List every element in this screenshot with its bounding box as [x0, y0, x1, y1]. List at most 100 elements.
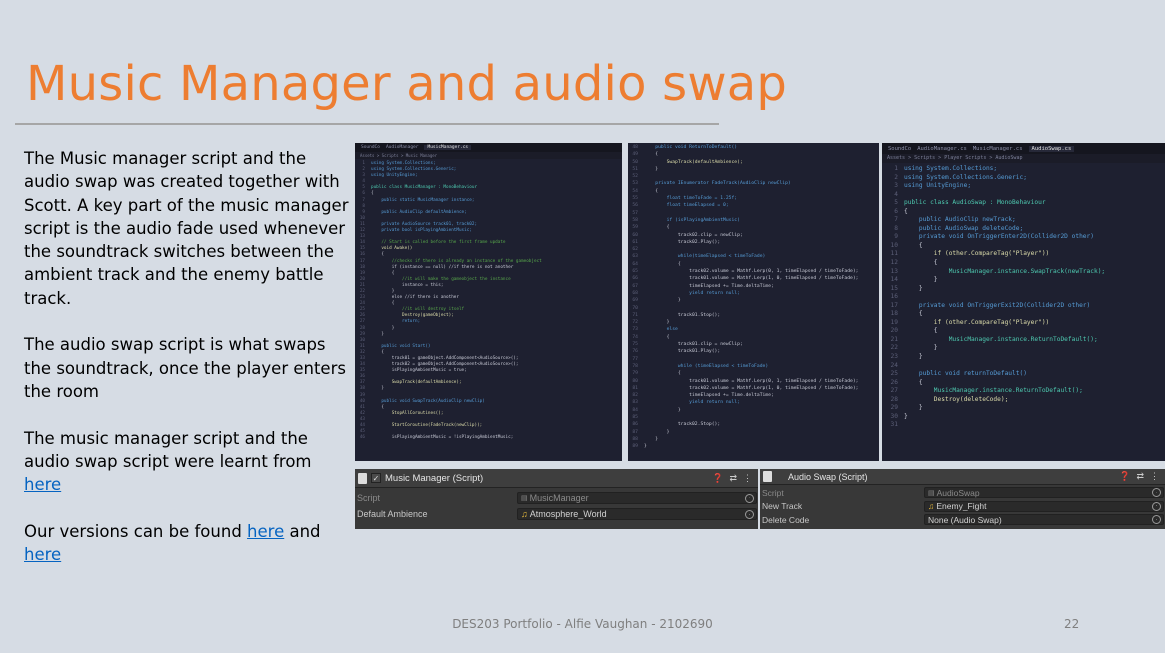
presets-icon[interactable]: ⇄ — [729, 472, 737, 483]
line-number: 7 — [894, 216, 898, 224]
code-line: 17 private void OnTriggerExit2D(Collider… — [882, 302, 1165, 311]
line-number: 46 — [359, 435, 365, 441]
code-line: 12 private bool isPlayingAmbientMusic; — [355, 228, 622, 234]
line-number: 43 — [359, 416, 365, 422]
code-line: 44 StartCoroutine(FadeTrack(newClip)); — [355, 423, 622, 429]
line-number: 40 — [359, 398, 365, 404]
kebab-menu-icon[interactable]: ⋮ — [743, 472, 752, 483]
new-track-field[interactable]: ♫Enemy_Fight· — [924, 500, 1164, 512]
paragraph-4-and: and — [284, 521, 321, 541]
line-number: 36 — [359, 374, 365, 380]
code-text: { — [644, 188, 659, 194]
help-icon[interactable]: ❓ — [712, 472, 724, 483]
line-number: 20 — [359, 276, 365, 282]
code-text: public AudioSwap deleteCode; — [904, 224, 1024, 232]
code-line: 38 } — [355, 386, 622, 392]
code-line: 28 } — [355, 326, 622, 332]
line-number: 52 — [632, 174, 638, 180]
code-text: return; — [371, 319, 421, 325]
line-number: 4 — [894, 190, 898, 198]
line-number: 65 — [632, 269, 638, 275]
editor-tab[interactable]: SoundCo — [361, 145, 380, 150]
code-line: 13 MusicManager.instance.SwapTrack(newTr… — [882, 268, 1165, 277]
code-text: StopAllCoroutines(); — [371, 410, 444, 416]
code-text: } — [371, 331, 384, 337]
tutorial-link[interactable]: here — [24, 475, 62, 495]
enabled-checkbox[interactable]: ✓ — [371, 473, 381, 483]
line-number: 72 — [632, 320, 638, 326]
line-number: 44 — [359, 423, 365, 429]
line-number: 38 — [359, 386, 365, 392]
line-number: 54 — [632, 188, 638, 194]
code-line: 33 track01 = gameObject.AddComponent<Aud… — [355, 356, 622, 362]
component-title: Audio Swap (Script) — [788, 471, 868, 482]
editor-tab-active[interactable]: AudioSwap.cs — [1028, 145, 1075, 152]
component-tools: ❓ ⇄ ⋮ — [1119, 471, 1165, 482]
code-line: 20 { — [882, 327, 1165, 336]
editor-breadcrumb: Assets > Scripts > Player Scripts > Audi… — [882, 154, 1165, 163]
code-text: track01 = gameObject.AddComponent<AudioS… — [371, 356, 519, 361]
editor-tab[interactable]: AudioManager — [385, 145, 419, 150]
code-text: public class AudioSwap : MonoBehaviour — [904, 199, 1046, 207]
component-tools: ❓ ⇄ ⋮ — [712, 473, 758, 484]
code-line: 52 — [628, 173, 879, 180]
code-text: StartCoroutine(FadeTrack(newClip)); — [371, 423, 483, 429]
code-line: 53 private IEnumerator FadeTrack(AudioCl… — [628, 180, 879, 187]
code-text: MusicManager.instance.ReturnToDefault(); — [904, 387, 1083, 395]
code-line: 58 if (isPlayingAmbientMusic) — [628, 217, 879, 224]
inspector-header[interactable]: ✓ Music Manager (Script) ❓ ⇄ ⋮ — [355, 469, 758, 488]
editor-tab-active[interactable]: MusicManager.cs — [424, 145, 472, 150]
line-number: 23 — [359, 295, 365, 301]
code-text: //it will make the gameobject the instan… — [371, 276, 511, 282]
code-line: 10 { — [882, 242, 1165, 251]
line-number: 73 — [632, 327, 638, 333]
code-line: 43 — [355, 417, 622, 423]
help-icon[interactable]: ❓ — [1119, 471, 1131, 481]
code-text: //it will destroy itself — [371, 307, 465, 313]
script-label: Script — [762, 487, 784, 498]
line-number: 62 — [632, 247, 638, 253]
object-picker-icon: · — [1152, 488, 1161, 498]
code-text: using System.Collections; — [904, 165, 998, 172]
code-text: private bool isPlayingAmbientMusic; — [371, 228, 472, 234]
code-line: 74 { — [628, 334, 879, 341]
code-line: 28 Destroy(deleteCode); — [882, 396, 1165, 405]
code-line: 26 { — [882, 379, 1165, 388]
line-number: 6 — [362, 191, 365, 197]
object-picker-icon[interactable]: · — [745, 510, 754, 520]
presets-icon[interactable]: ⇄ — [1136, 471, 1144, 481]
slide-footer: DES203 Portfolio - Alfie Vaughan - 21026… — [452, 617, 713, 631]
version-link-1[interactable]: here — [247, 521, 285, 541]
editor-tab[interactable]: MusicManager.cs — [972, 145, 1023, 152]
code-text: { — [904, 241, 923, 249]
default-ambience-field[interactable]: ♫Atmosphere_World· — [517, 508, 757, 521]
object-picker-icon[interactable]: · — [1152, 501, 1161, 511]
version-link-2[interactable]: here — [24, 545, 62, 565]
line-number: 19 — [890, 318, 898, 326]
code-text: track01.volume = Mathf.Lerp(0, 1, timeEl… — [644, 378, 859, 384]
line-number: 4 — [362, 179, 365, 185]
code-text: public AudioClip newTrack; — [904, 216, 1016, 224]
delete-code-field[interactable]: None (Audio Swap)· — [924, 514, 1164, 526]
kebab-menu-icon[interactable]: ⋮ — [1150, 471, 1159, 481]
editor-tab[interactable]: AudioManager.cs — [917, 145, 967, 152]
editor-tab[interactable]: SoundCo — [888, 145, 912, 152]
code-text: } — [904, 344, 938, 352]
code-line: 18 if (instance == null) //if there is n… — [355, 265, 622, 271]
code-line: 30} — [882, 413, 1165, 422]
code-text: while(timeElapsed < timeToFade) — [644, 254, 766, 260]
code-line: 73 else — [628, 326, 879, 333]
code-text: timeElapsed += Time.deltaTime; — [644, 283, 774, 289]
code-lines: 48 public void ReturnToDefault()49 {50 S… — [628, 143, 879, 450]
inspector-header[interactable]: Audio Swap (Script) ❓ ⇄ ⋮ — [760, 469, 1165, 485]
line-number: 58 — [632, 217, 638, 223]
line-number: 12 — [890, 259, 898, 267]
code-line: 41 { — [355, 405, 622, 411]
code-line: 68 yield return null; — [628, 290, 879, 297]
line-number: 30 — [359, 337, 365, 343]
object-picker-icon[interactable]: · — [1152, 515, 1161, 525]
code-text: isPlayingAmbientMusic = !isPlayingAmbien… — [371, 435, 514, 441]
